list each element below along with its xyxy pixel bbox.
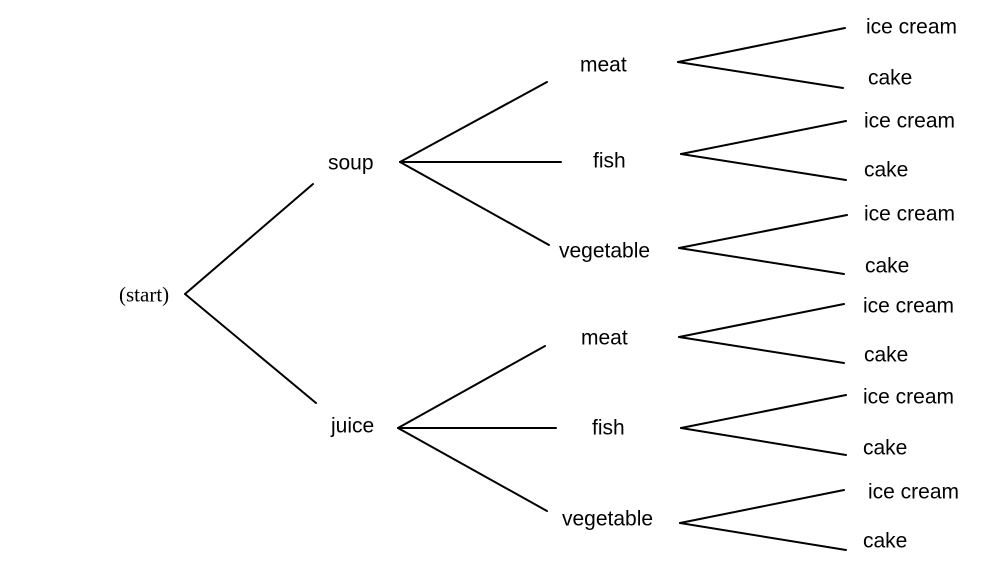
edge-juice-meat-cake	[678, 336, 845, 364]
leaf-juice-vegetable-icecream: ice cream	[868, 480, 960, 504]
leaf-soup-vegetable-icecream: ice cream	[864, 202, 956, 226]
leaf-juice-fish-cake: cake	[863, 436, 908, 460]
leaf-juice-meat-cake: cake	[864, 343, 909, 367]
node-juice-vegetable: vegetable	[562, 507, 654, 531]
edge-soup-meat-icecream	[677, 27, 846, 63]
node-soup: soup	[328, 151, 374, 175]
edge-soup-fish-icecream	[680, 120, 847, 155]
edge-juice-vegetable-cake	[679, 522, 847, 551]
node-soup-fish: fish	[593, 149, 626, 173]
leaf-soup-fish-icecream: ice cream	[864, 109, 956, 133]
leaf-soup-fish-cake: cake	[864, 158, 909, 182]
edge-start-soup	[184, 183, 314, 295]
edge-soup-vegetable-icecream	[678, 214, 848, 249]
edge-soup-fish-cake	[680, 153, 847, 181]
node-soup-meat: meat	[580, 53, 627, 77]
edge-juice-vegetable-icecream	[679, 489, 845, 524]
leaf-juice-vegetable-cake: cake	[863, 529, 908, 553]
leaf-juice-meat-icecream: ice cream	[863, 294, 955, 318]
leaf-soup-meat-cake: cake	[868, 66, 913, 90]
leaf-soup-vegetable-cake: cake	[865, 254, 910, 278]
edge-juice-fish-icecream	[680, 394, 847, 429]
edge-juice-vegetable	[397, 427, 548, 512]
node-juice-meat: meat	[581, 326, 628, 350]
edge-soup-vegetable	[399, 161, 550, 246]
edge-juice-fish-cake	[680, 427, 847, 456]
leaf-soup-meat-icecream: ice cream	[866, 15, 958, 39]
node-soup-vegetable: vegetable	[559, 239, 651, 263]
edge-juice-meat	[397, 345, 546, 429]
edge-soup-meat-cake	[677, 61, 844, 89]
edge-start-juice	[184, 293, 317, 404]
edge-soup-meat	[399, 81, 548, 163]
node-start: (start)	[119, 282, 170, 307]
node-juice-fish: fish	[592, 416, 625, 440]
edge-soup-vegetable-cake	[678, 247, 845, 275]
edge-juice-meat-icecream	[678, 303, 845, 338]
leaf-juice-fish-icecream: ice cream	[863, 385, 955, 409]
node-juice: juice	[331, 414, 375, 438]
